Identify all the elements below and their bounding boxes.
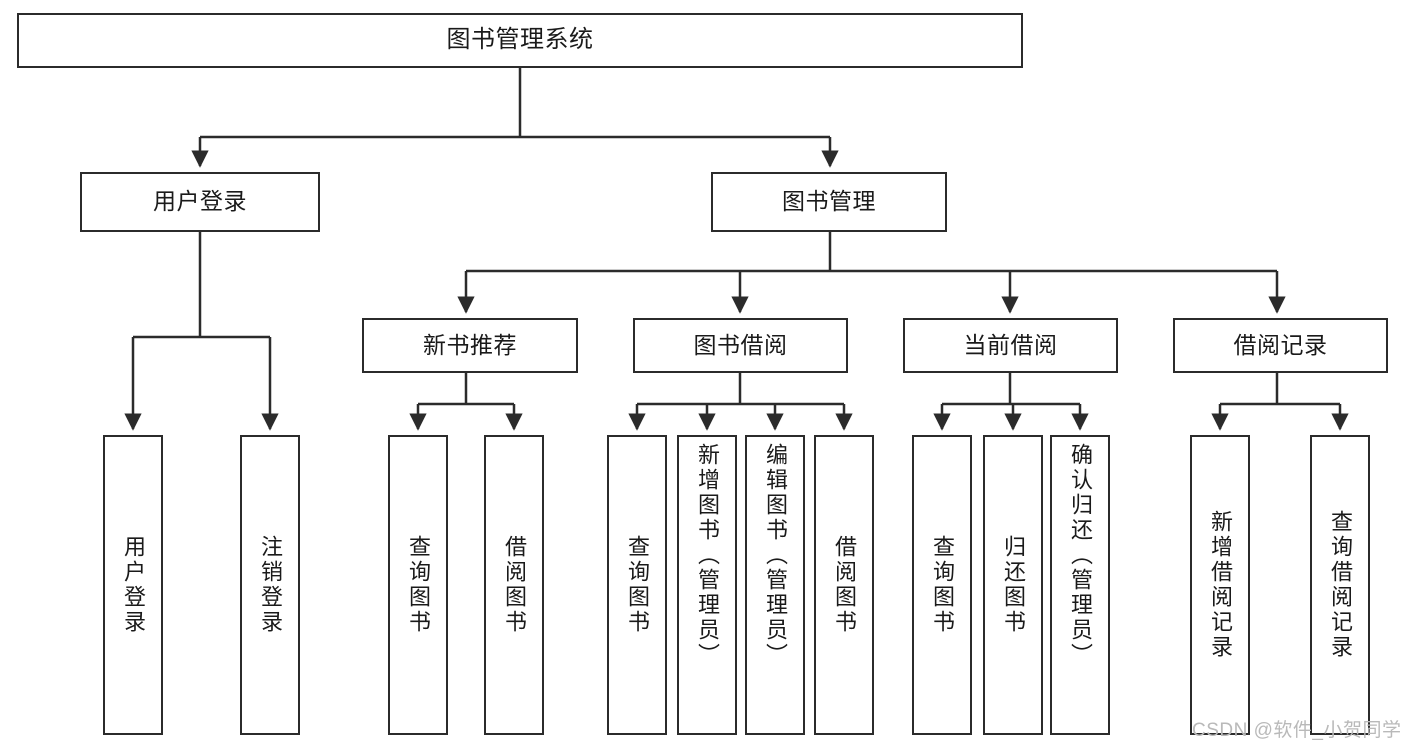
leaf-node[interactable]: 查询图书 xyxy=(912,435,972,735)
leaf-node-label: 编辑图书（管理员） xyxy=(763,443,788,668)
leaf-node[interactable]: 查询图书 xyxy=(607,435,667,735)
leaf-node[interactable]: 注销登录 xyxy=(240,435,300,735)
leaf-node[interactable]: 确认归还（管理员） xyxy=(1050,435,1110,735)
leaf-node[interactable]: 借阅图书 xyxy=(814,435,874,735)
node-user-login-label: 用户登录 xyxy=(153,188,247,215)
leaf-node[interactable]: 查询借阅记录 xyxy=(1310,435,1370,735)
leaf-node-label: 确认归还（管理员） xyxy=(1068,443,1093,668)
leaf-node-label: 注销登录 xyxy=(258,535,283,635)
node-borrow-records-label: 借阅记录 xyxy=(1233,331,1328,358)
leaf-node-label: 归还图书 xyxy=(1001,535,1026,635)
leaf-node[interactable]: 用户登录 xyxy=(103,435,163,735)
node-root-label: 图书管理系统 xyxy=(446,26,594,54)
leaf-node-label: 查询借阅记录 xyxy=(1328,510,1353,660)
node-book-management-label: 图书管理 xyxy=(782,188,876,215)
leaf-node-label: 查询图书 xyxy=(625,535,650,635)
node-current-borrow[interactable]: 当前借阅 xyxy=(903,318,1118,373)
leaf-node[interactable]: 归还图书 xyxy=(983,435,1043,735)
node-book-management[interactable]: 图书管理 xyxy=(711,172,947,232)
leaf-node[interactable]: 借阅图书 xyxy=(484,435,544,735)
leaf-node[interactable]: 新增借阅记录 xyxy=(1190,435,1250,735)
node-current-borrow-label: 当前借阅 xyxy=(963,331,1058,358)
node-new-book-recommend[interactable]: 新书推荐 xyxy=(362,318,578,373)
node-book-borrow[interactable]: 图书借阅 xyxy=(633,318,848,373)
leaf-node[interactable]: 查询图书 xyxy=(388,435,448,735)
leaf-node-label: 新增图书（管理员） xyxy=(695,443,720,668)
csdn-watermark: CSDN @软件_小贺同学 xyxy=(1192,720,1402,741)
leaf-node[interactable]: 新增图书（管理员） xyxy=(677,435,737,735)
node-new-book-recommend-label: 新书推荐 xyxy=(423,331,517,358)
leaf-node-label: 借阅图书 xyxy=(832,535,857,635)
leaf-node-label: 用户登录 xyxy=(121,535,146,635)
node-root[interactable]: 图书管理系统 xyxy=(17,13,1023,68)
leaf-node-label: 查询图书 xyxy=(930,535,955,635)
node-borrow-records[interactable]: 借阅记录 xyxy=(1173,318,1388,373)
leaf-node-label: 新增借阅记录 xyxy=(1208,510,1233,660)
node-user-login[interactable]: 用户登录 xyxy=(80,172,320,232)
leaf-node[interactable]: 编辑图书（管理员） xyxy=(745,435,805,735)
node-book-borrow-label: 图书借阅 xyxy=(693,331,788,358)
leaf-node-label: 查询图书 xyxy=(406,535,431,635)
leaf-node-label: 借阅图书 xyxy=(502,535,527,635)
